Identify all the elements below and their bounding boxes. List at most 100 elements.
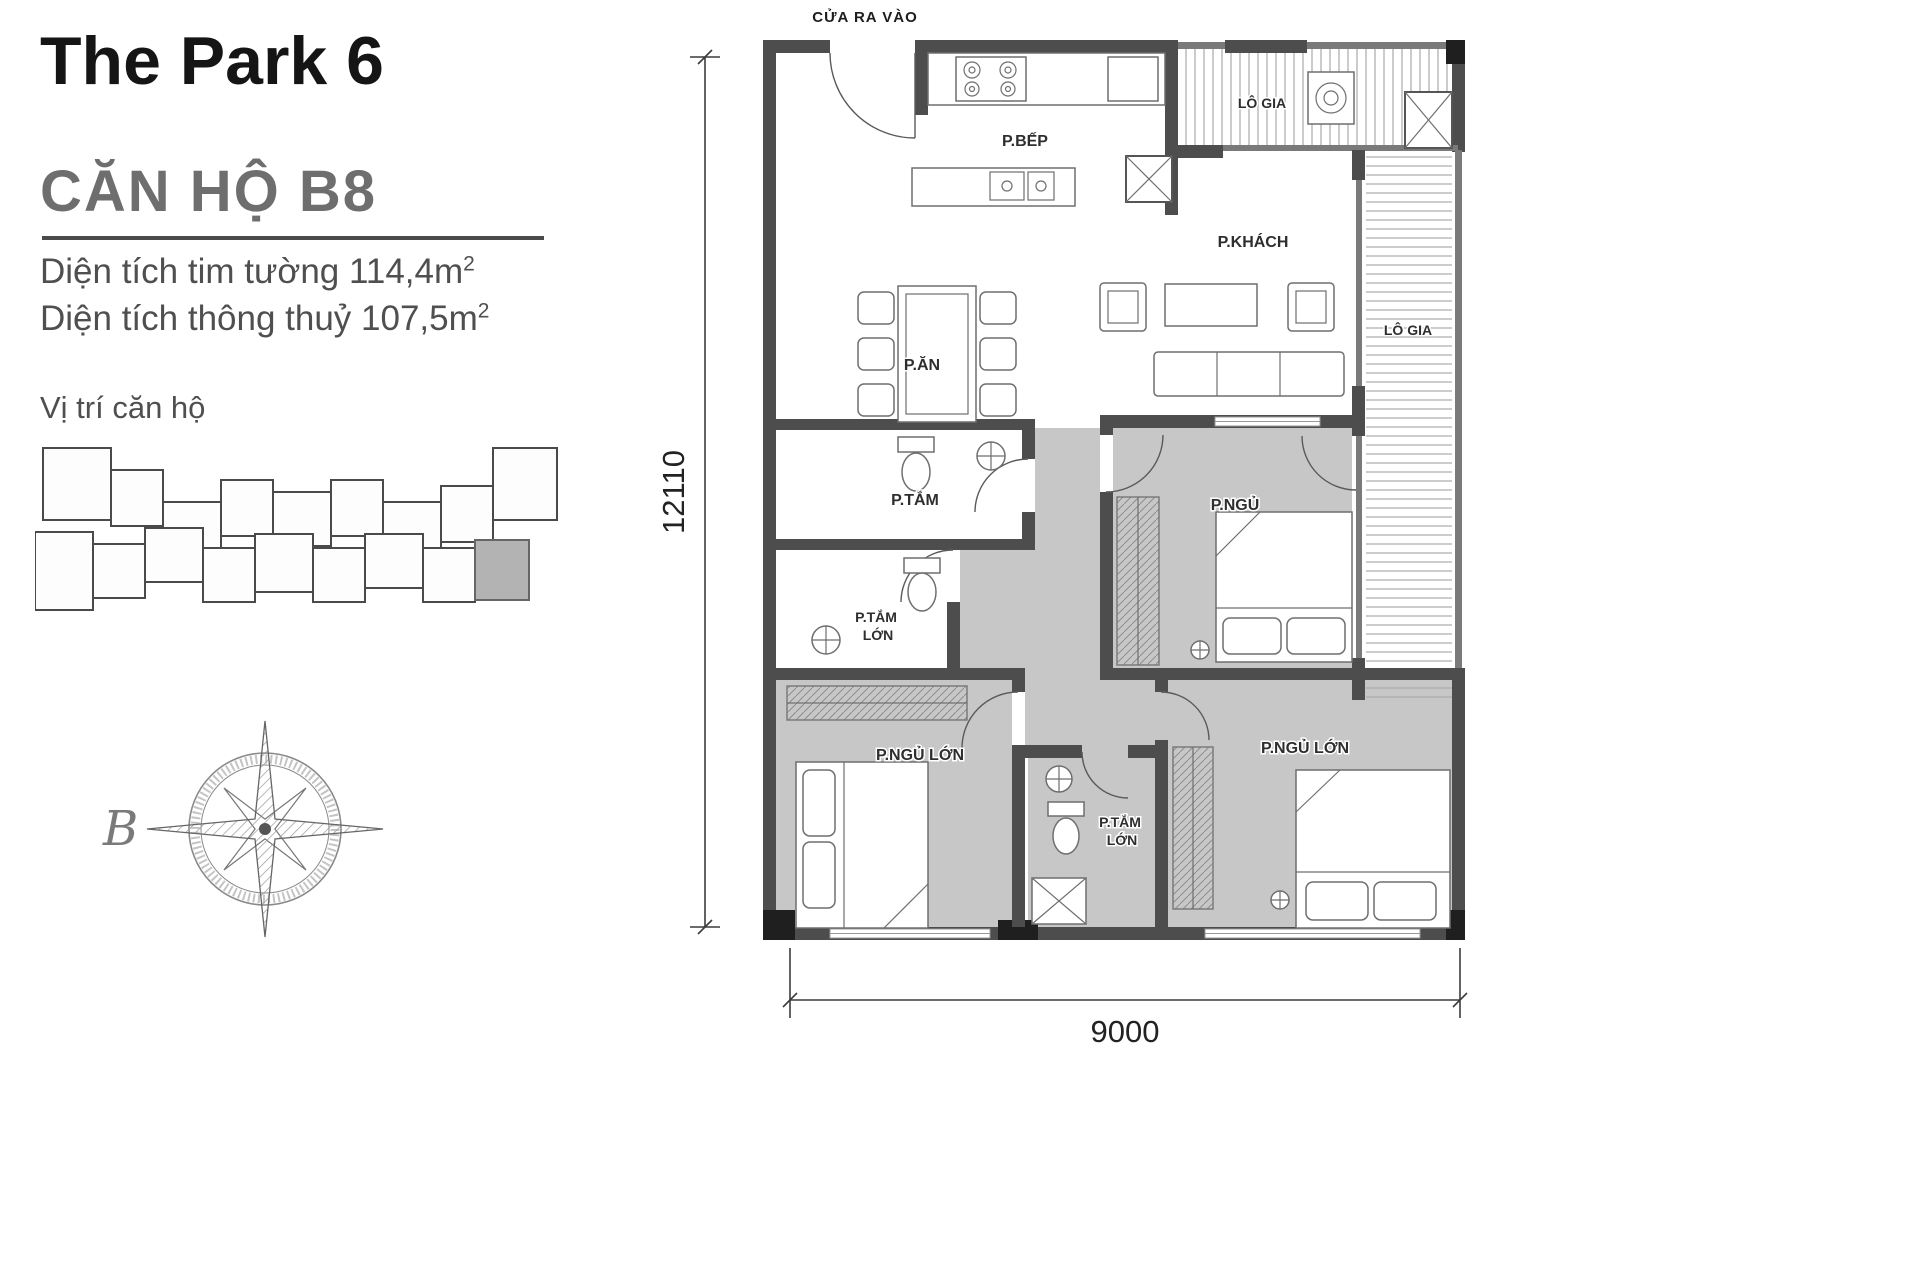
- room-label-dining: P.ĂN: [904, 355, 940, 374]
- room-label-kitchen: P.BẾP: [1002, 131, 1048, 150]
- location-label: Vị trí căn hộ: [40, 390, 206, 425]
- compass-rose: B: [102, 720, 384, 938]
- room-label-bath-large-center: P.TẮM LỚN: [1099, 813, 1145, 848]
- wall-bedroom-left-stub: [1100, 415, 1113, 435]
- corridor-b-floor: [960, 550, 1100, 680]
- room-label-master-left: P.NGỦ LỚN: [876, 745, 964, 764]
- washing-machine-icon: [1307, 71, 1355, 125]
- loggia-door-arc: [1301, 435, 1357, 491]
- room-label-bathroom: P.TẮM: [891, 490, 939, 509]
- area-gross-sup: 2: [463, 252, 475, 276]
- bath1-door-arc: [974, 458, 1029, 513]
- entry-door-arc: [829, 52, 916, 139]
- bath-large-left-line1: P.TẮM: [855, 608, 897, 625]
- sink-icon: [976, 441, 1006, 471]
- armchair-right: [1287, 282, 1335, 332]
- wall-bedroom-left: [1100, 492, 1113, 680]
- corridor-a-floor: [1035, 428, 1100, 550]
- toilet-icon: [1047, 801, 1085, 855]
- unit-title: CĂN HỘ B8: [40, 159, 378, 224]
- wall-master-left-stub: [1012, 680, 1025, 692]
- pillow: [1373, 881, 1437, 921]
- wall-entry-stub: [915, 53, 928, 115]
- wall-top-loggia: [1178, 42, 1465, 49]
- compass-letter: B: [102, 801, 138, 857]
- bed: [1215, 511, 1353, 663]
- wall-top-block: [1225, 40, 1307, 53]
- fridge-icon: [1107, 56, 1159, 102]
- bath1-fixtures: [897, 436, 1006, 492]
- room-label-loggia-top: LÔ GIA: [1238, 94, 1286, 111]
- bed: [1295, 769, 1451, 929]
- toilet-icon: [903, 557, 941, 612]
- dim-value-horizontal: 9000: [1091, 1014, 1160, 1049]
- building-units: [35, 447, 558, 611]
- wall-bath2-bottom: [763, 668, 1025, 680]
- dining-chair: [979, 337, 1017, 371]
- wall-bath3-top-left: [1012, 745, 1082, 758]
- pillar-bottom-mid: [998, 920, 1038, 940]
- coffee-table: [1164, 283, 1258, 327]
- room-label-master-right: P.NGỦ LỚN: [1261, 738, 1349, 757]
- master-right-furniture: [1172, 746, 1451, 929]
- dining-chair: [857, 383, 895, 417]
- compass-center: [259, 823, 271, 835]
- wall-master2-stub: [1155, 680, 1168, 692]
- wall-left: [763, 40, 776, 940]
- bath3-door-arc: [1081, 751, 1129, 799]
- wall-right-railing: [1455, 150, 1462, 702]
- shower-tray: [1031, 877, 1087, 925]
- living-furniture: [1099, 282, 1345, 397]
- loggia-right-floor: [1366, 150, 1452, 700]
- area-net-sup: 2: [477, 299, 490, 323]
- bedroom-door-arc: [1105, 434, 1164, 493]
- project-title: The Park 6: [40, 23, 384, 99]
- wall-loggia-right-seg1: [1352, 150, 1365, 180]
- area-gross-text: Diện tích tim tường 114,4m2: [40, 252, 475, 292]
- bath-large-center-line1: P.TẮM: [1099, 813, 1141, 830]
- dining-table: [897, 285, 977, 423]
- wall-right-top: [1452, 40, 1465, 152]
- wall-master-left-divider: [1012, 748, 1025, 927]
- dining-chair: [857, 291, 895, 325]
- bedroom-furniture: [1116, 496, 1353, 666]
- bath2-fixtures: [811, 557, 941, 655]
- room-label-loggia-right: LÔ GIA: [1384, 321, 1432, 338]
- master-left-door-arc: [961, 691, 1019, 749]
- furniture: [786, 52, 1451, 929]
- master-right-door-arc: [1160, 691, 1210, 741]
- toilet-icon: [897, 436, 935, 492]
- wall-loggia-top-divider: [1178, 145, 1458, 151]
- pillow: [1222, 617, 1282, 655]
- wall-bath3-right: [1155, 740, 1168, 927]
- kitchen-island: [911, 167, 1076, 207]
- bath-large-center-line2: LỚN: [1107, 831, 1138, 848]
- room-label-bath-large-left: P.TẮM LỚN: [855, 608, 901, 643]
- sink-icon: [811, 625, 841, 655]
- sink-icon: [1045, 765, 1073, 793]
- lamp-icon: [1190, 640, 1210, 660]
- sink-basin-left: [989, 171, 1025, 201]
- title-divider: [42, 236, 544, 240]
- bed: [795, 761, 929, 929]
- wall-right-bottom: [1452, 680, 1465, 940]
- area-gross-label: Diện tích tim tường 114,4m: [40, 252, 464, 291]
- dining-chair: [857, 337, 895, 371]
- bath-large-left-line2: LỚN: [863, 626, 894, 643]
- pillow: [802, 841, 836, 909]
- building-footprint-diagram: [35, 447, 558, 611]
- master-left-furniture: [786, 685, 968, 929]
- pillar-bottom-left: [763, 910, 795, 940]
- area-net-label: Diện tích thông thuỷ 107,5m: [40, 299, 478, 338]
- dining-set: [857, 285, 1017, 423]
- wall-bath2-right: [947, 602, 960, 680]
- stove-icon: [955, 56, 1027, 102]
- wall-top-main: [915, 40, 1178, 53]
- windows: [829, 416, 1421, 939]
- dining-chair: [979, 383, 1017, 417]
- pillow: [1286, 617, 1346, 655]
- wall-loggia-top-seg: [1165, 145, 1223, 158]
- room-labels: CỬA RA VÀO P.BẾP LÔ GIA P.KHÁCH LÔ GIA P…: [811, 7, 1434, 850]
- wall-bath1-top: [776, 419, 1035, 430]
